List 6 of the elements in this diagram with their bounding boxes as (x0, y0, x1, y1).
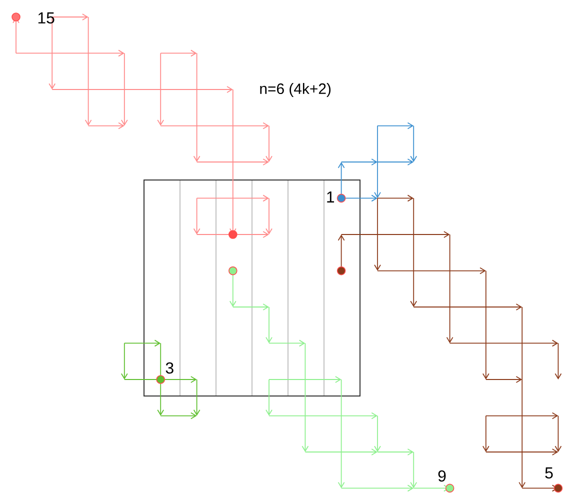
number-label: 1 (327, 192, 334, 202)
number-label: 15 (38, 12, 54, 24)
number-label: 9 (438, 470, 446, 482)
number-label: 5 (545, 467, 553, 479)
number-label: 3 (166, 362, 174, 374)
heading: n=6 (4k+2) (260, 83, 331, 97)
